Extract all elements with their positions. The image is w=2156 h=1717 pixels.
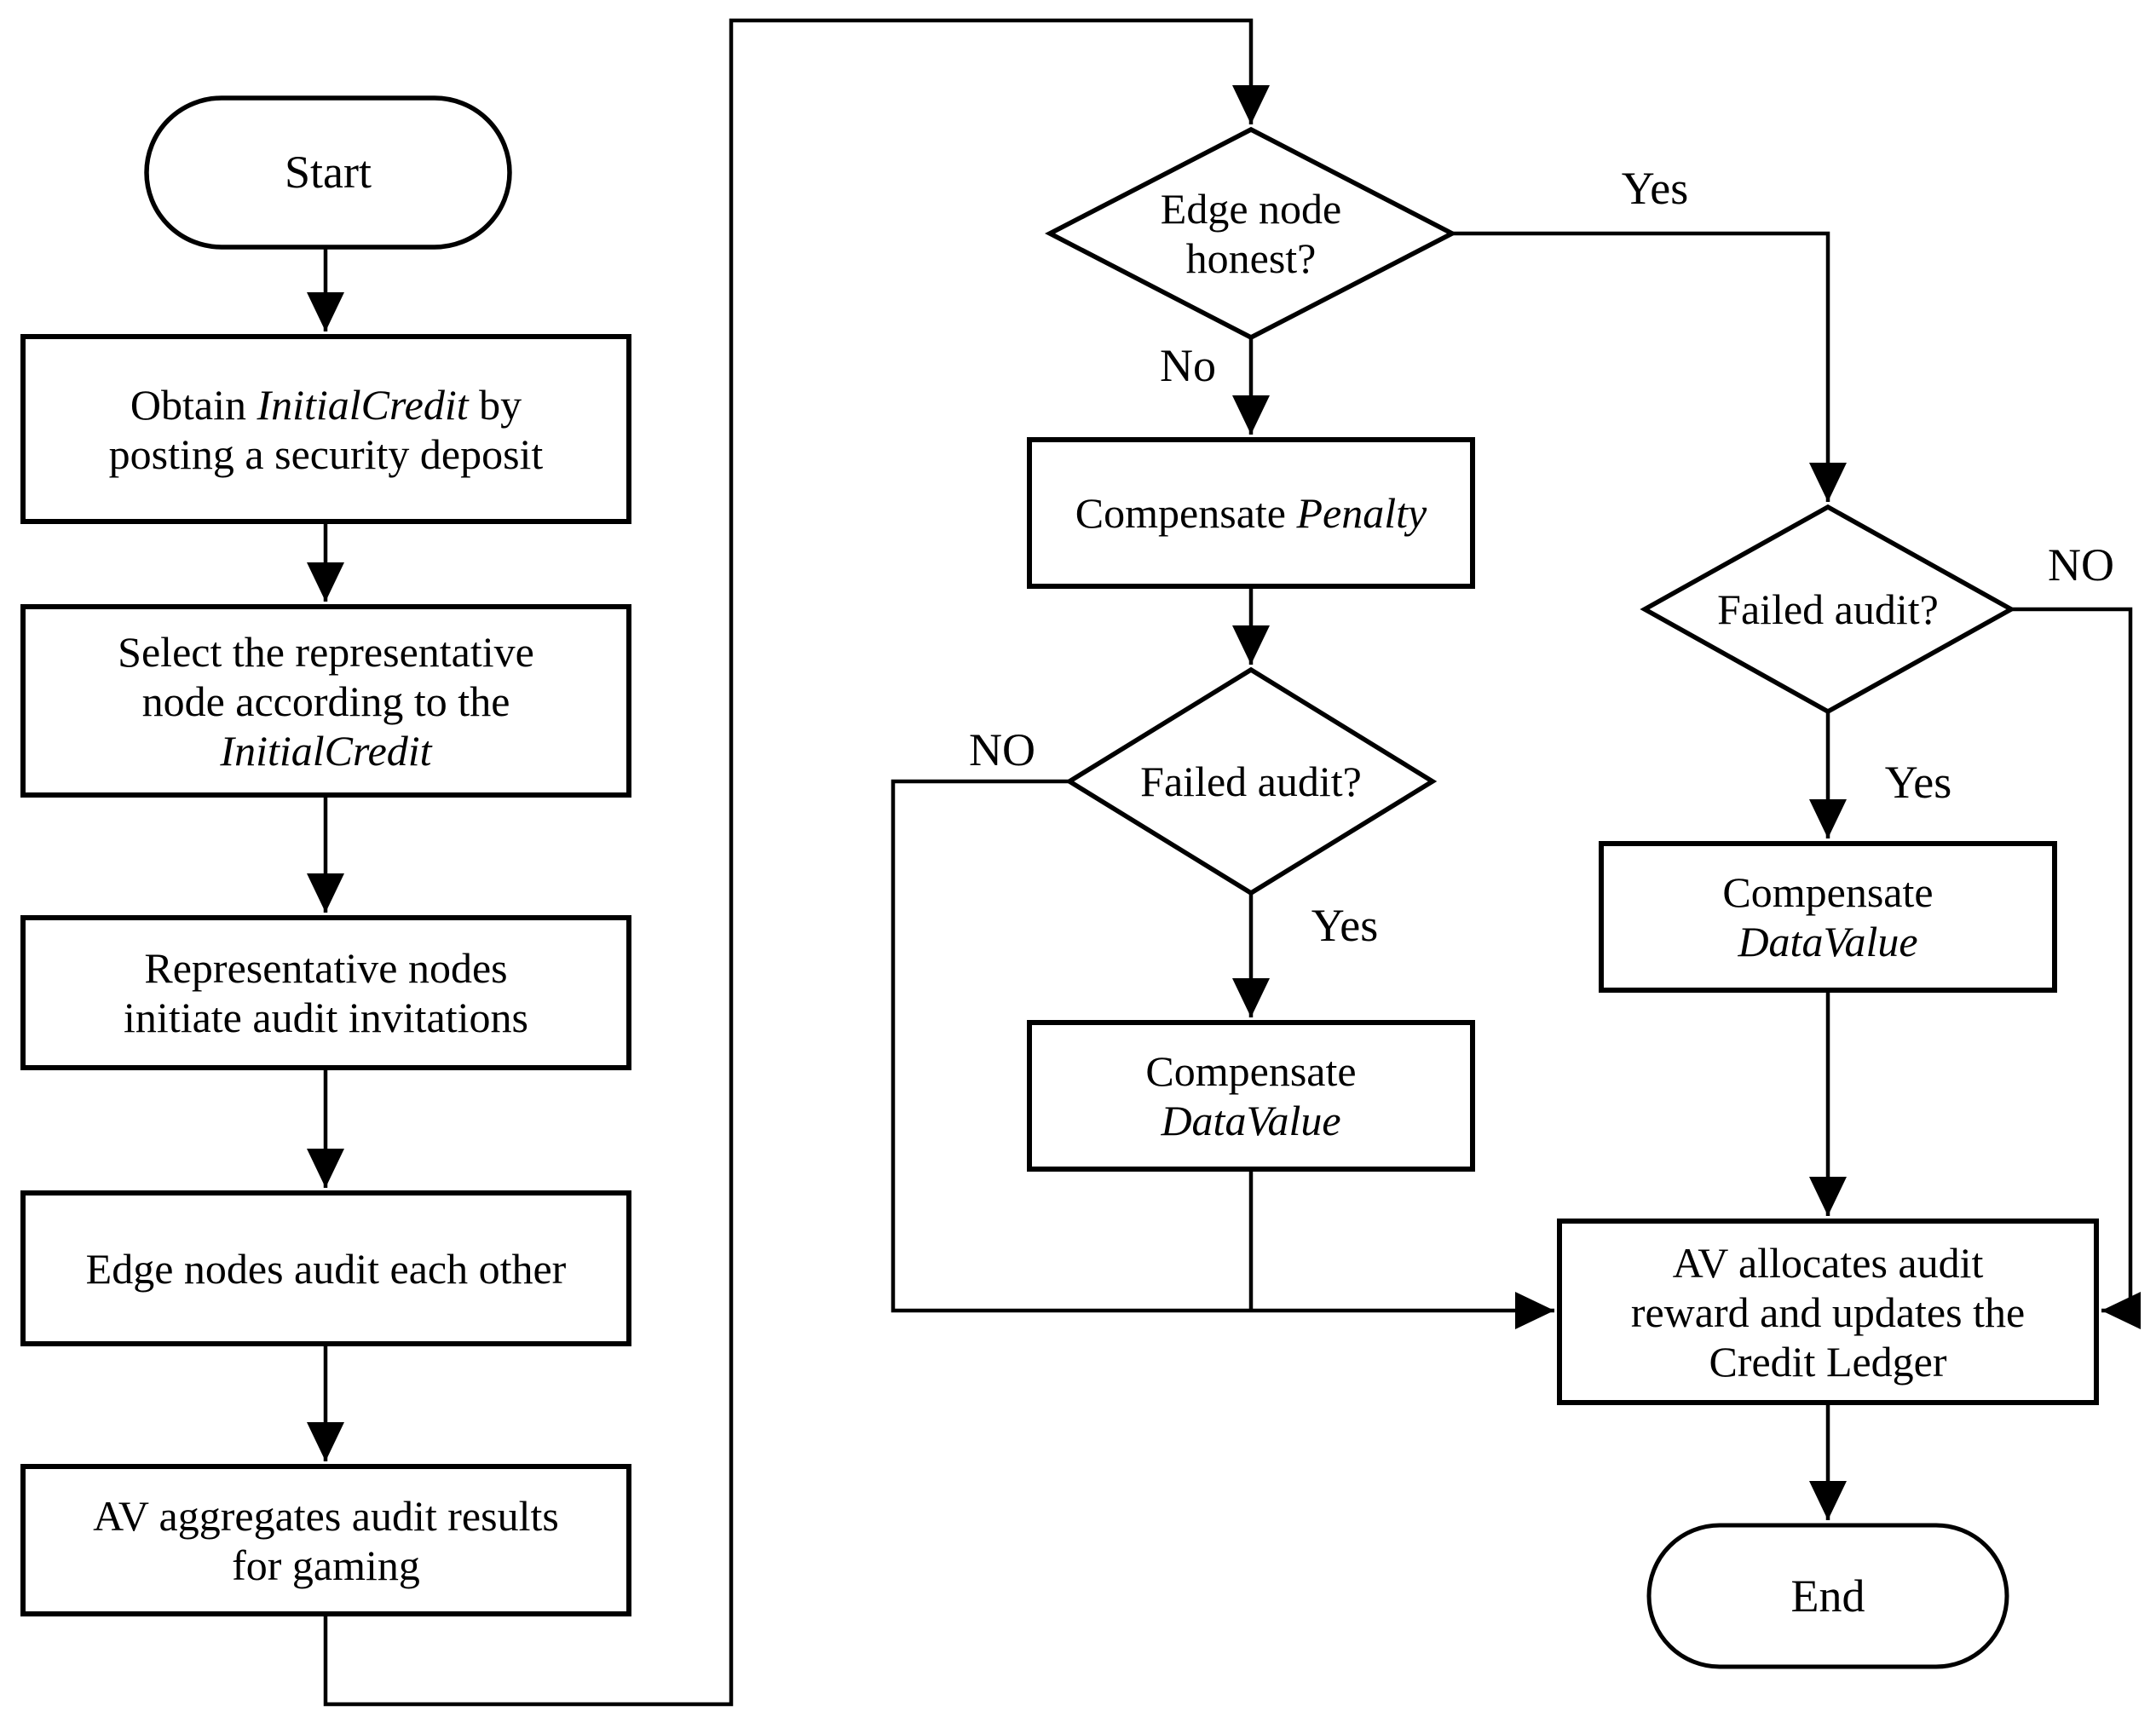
connector-aggregate-loop-to-honest bbox=[323, 18, 1270, 1707]
connector-honest-yes-to-failed-right bbox=[1452, 231, 1847, 502]
invite-box bbox=[20, 915, 631, 1070]
penalty-line-1-em: Penalty bbox=[1296, 489, 1427, 537]
obtain-line-2: posting a security deposit bbox=[108, 429, 544, 478]
select-line-3: InitialCredit bbox=[220, 726, 432, 775]
invite-label: Representative nodes initiate audit invi… bbox=[23, 918, 629, 1068]
datavalue-mid-label: Compensate DataValue bbox=[1029, 1023, 1473, 1169]
audit-line-1: Edge nodes audit each other bbox=[85, 1244, 567, 1293]
select-node-box bbox=[20, 604, 631, 798]
allocate-line-1: AV allocates audit bbox=[1672, 1238, 1984, 1287]
aggregate-line-1: AV aggregates audit results bbox=[93, 1491, 559, 1540]
connector-failed-right-no-to-allocate bbox=[2011, 607, 2141, 1329]
aggregate-box bbox=[20, 1464, 631, 1616]
penalty-label: Compensate Penalty bbox=[1029, 440, 1473, 586]
obtain-credit-label: Obtain InitialCredit by posting a securi… bbox=[23, 337, 629, 521]
obtain-credit-box bbox=[20, 334, 631, 524]
aggregate-label: AV aggregates audit results for gaming bbox=[23, 1466, 629, 1614]
failed-right-line-1: Failed audit? bbox=[1717, 585, 1939, 633]
datavalue-right-label: Compensate DataValue bbox=[1601, 844, 2055, 990]
failed-audit-right-label: Failed audit? bbox=[1645, 507, 2011, 712]
obtain-line-1-post: by bbox=[468, 380, 522, 429]
start-label-line: Start bbox=[285, 147, 372, 199]
start-terminator bbox=[144, 95, 512, 250]
start-label: Start bbox=[147, 98, 510, 247]
datavalue-right-line-2: DataValue bbox=[1738, 918, 1918, 965]
label-failed-mid-no: NO bbox=[969, 724, 1035, 775]
invite-line-2: initiate audit invitations bbox=[124, 994, 528, 1041]
select-line-1: Select the representative bbox=[118, 627, 534, 676]
allocate-line-2: reward and updates the bbox=[1630, 1288, 2026, 1336]
datavalue-mid-box bbox=[1027, 1020, 1475, 1172]
honest-decision-diamond bbox=[1045, 126, 1457, 341]
end-label-line: End bbox=[1790, 1570, 1865, 1622]
invite-line-1: Representative nodes bbox=[144, 944, 508, 992]
connector-failed-mid-no-to-allocate bbox=[891, 779, 1554, 1329]
audit-each-other-label: Edge nodes audit each other bbox=[23, 1193, 629, 1344]
allocate-reward-box bbox=[1557, 1219, 2099, 1405]
select-line-2: node according to the bbox=[141, 677, 510, 725]
label-honest-no: No bbox=[1160, 340, 1216, 391]
label-honest-yes: Yes bbox=[1621, 163, 1689, 214]
allocate-line-3: Credit Ledger bbox=[1709, 1337, 1947, 1386]
honest-line-1: Edge node bbox=[1160, 185, 1342, 233]
failed-audit-right-diamond bbox=[1640, 504, 2016, 715]
failed-mid-line-1: Failed audit? bbox=[1140, 758, 1362, 805]
label-failed-mid-yes: Yes bbox=[1311, 900, 1379, 951]
datavalue-right-box bbox=[1599, 841, 2057, 993]
datavalue-mid-line-1: Compensate bbox=[1145, 1047, 1357, 1095]
penalty-box bbox=[1027, 437, 1475, 589]
datavalue-mid-line-2: DataValue bbox=[1161, 1097, 1341, 1144]
penalty-line-1: Compensate Penalty bbox=[1075, 488, 1427, 538]
label-failed-right-no: NO bbox=[2048, 539, 2114, 591]
failed-audit-mid-diamond bbox=[1064, 666, 1438, 896]
allocate-reward-label: AV allocates audit reward and updates th… bbox=[1559, 1221, 2096, 1403]
end-label: End bbox=[1649, 1525, 2007, 1667]
obtain-line-1-em: InitialCredit bbox=[257, 380, 469, 429]
datavalue-right-line-1: Compensate bbox=[1722, 868, 1934, 916]
penalty-line-1-pre: Compensate bbox=[1075, 489, 1297, 537]
end-terminator bbox=[1646, 1523, 2009, 1669]
label-failed-right-yes: Yes bbox=[1884, 757, 1952, 808]
obtain-line-1: Obtain InitialCredit by bbox=[130, 380, 522, 429]
honest-decision-label: Edge node honest? bbox=[1050, 130, 1452, 337]
select-node-label: Select the representative node according… bbox=[23, 607, 629, 795]
honest-line-2: honest? bbox=[1185, 234, 1317, 282]
obtain-line-1-pre: Obtain bbox=[130, 380, 257, 429]
failed-audit-mid-label: Failed audit? bbox=[1069, 670, 1433, 893]
audit-each-other-box bbox=[20, 1190, 631, 1346]
aggregate-line-2: for gaming bbox=[232, 1541, 420, 1589]
